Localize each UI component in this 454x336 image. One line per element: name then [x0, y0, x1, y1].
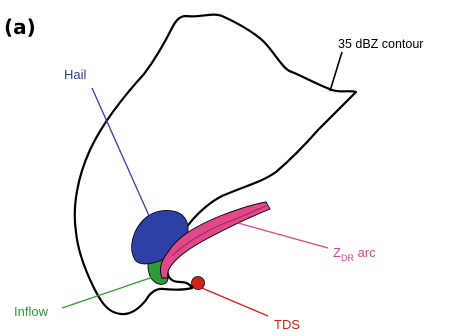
zdr-label-suffix: arc: [354, 245, 376, 260]
hail-label: Hail: [64, 67, 87, 82]
tds-leader: [202, 288, 268, 316]
zdr-label-main: Z: [333, 245, 341, 260]
hail-leader: [92, 88, 150, 218]
zdr-label-subscript: DR: [341, 253, 354, 263]
reflectivity-contour: [75, 15, 356, 315]
panel-label: (a): [4, 15, 36, 39]
zdr-leader: [238, 223, 328, 248]
contour-label: 35 dBZ contour: [338, 37, 423, 51]
inflow-label: Inflow: [14, 304, 49, 319]
zdr-arc-label: ZDR arc: [333, 245, 376, 263]
tds-label: TDS: [274, 317, 300, 331]
contour-leader: [330, 52, 342, 91]
